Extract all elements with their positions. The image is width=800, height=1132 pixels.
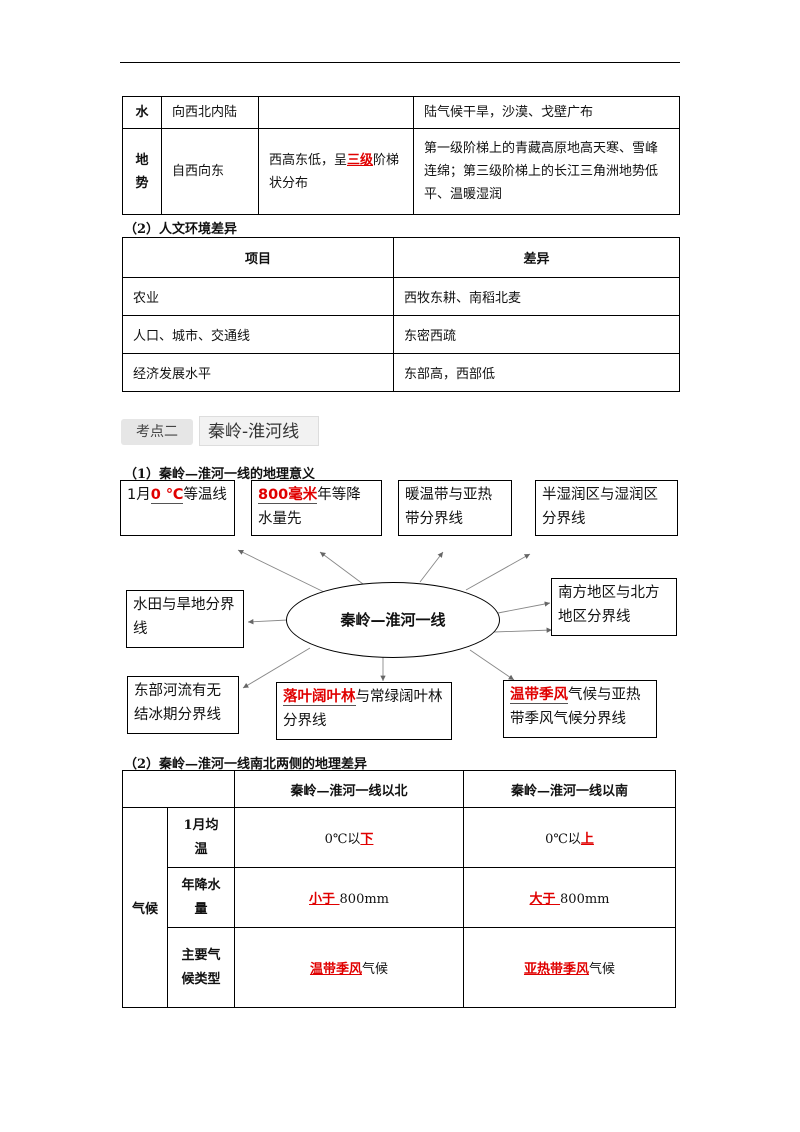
table-cell: 0℃以下 bbox=[234, 807, 464, 868]
column-header: 秦岭—淮河一线以南 bbox=[463, 770, 676, 808]
table-cell: 人口、城市、交通线 bbox=[122, 315, 394, 354]
diagram-box-forest: 落叶阔叶林与常绿阔叶林分界线 bbox=[276, 682, 452, 740]
table-header-row: 秦岭—淮河一线以北 秦岭—淮河一线以南 bbox=[122, 770, 676, 808]
row-label: 1月均温 bbox=[167, 807, 235, 868]
group-label: 气候 bbox=[122, 807, 168, 1008]
table-cell: 向西北内陆 bbox=[161, 96, 259, 129]
table-cell: 西牧东耕、南稻北麦 bbox=[393, 277, 680, 316]
cell-text: 800mm bbox=[339, 892, 389, 907]
table-cell: 亚热带季风气候 bbox=[463, 927, 676, 1008]
table-row: 人口、城市、交通线 东密西疏 bbox=[122, 315, 680, 354]
section-title: （1）秦岭—淮河一线的地理意义 bbox=[124, 467, 316, 482]
table-row: 地势 自西向东 西高东低，呈三级阶梯状分布 第一级阶梯上的青藏高原地高天寒、雪峰… bbox=[122, 128, 680, 215]
diagram-box-humidity-zone: 半湿润区与湿润区分界线 bbox=[535, 480, 678, 536]
answer-text: 亚热带季风 bbox=[523, 962, 589, 977]
table-cell: 大于 800mm bbox=[463, 867, 676, 928]
kaodian-title: 秦岭-淮河线 bbox=[199, 416, 319, 446]
answer-text: 落叶阔叶林 bbox=[283, 689, 356, 706]
answer-text: 三级 bbox=[347, 152, 374, 168]
diagram-box-paddy-field: 水田与旱地分界线 bbox=[126, 590, 244, 648]
row-label: 年降水量 bbox=[167, 867, 235, 928]
diagram-box-precipitation: 800毫米年等降水量先 bbox=[251, 480, 382, 536]
answer-text: 温带季风 bbox=[510, 687, 568, 704]
box-text: 等温线 bbox=[183, 487, 227, 503]
table-cell: 东密西疏 bbox=[393, 315, 680, 354]
corner-cell bbox=[122, 770, 235, 808]
row-head: 水 bbox=[122, 96, 162, 129]
answer-text: 0 ℃ bbox=[150, 487, 184, 504]
column-header: 秦岭—淮河一线以北 bbox=[234, 770, 464, 808]
row-head: 地势 bbox=[122, 128, 162, 215]
cell-text: 0℃以 bbox=[324, 832, 361, 847]
human-diff-table: 项目 差异 农业 西牧东耕、南稻北麦 人口、城市、交通线 东密西疏 经济发展水平… bbox=[122, 237, 680, 392]
table-row: 经济发展水平 东部高，西部低 bbox=[122, 353, 680, 392]
section-title: （2）人文环境差异 bbox=[124, 222, 238, 237]
diagram-box-climate: 温带季风气候与亚热带季风气候分界线 bbox=[503, 680, 657, 738]
cell-text: 800mm bbox=[560, 892, 610, 907]
diagram-box-isotherm: 1月0 ℃等温线 bbox=[120, 480, 235, 536]
table-cell: 自西向东 bbox=[161, 128, 259, 215]
cell-text: 0℃以 bbox=[545, 832, 581, 847]
table-cell: 第一级阶梯上的青藏高原地高天寒、雪峰连绵；第三级阶梯上的长江三角洲地势低平、温暖… bbox=[413, 128, 680, 215]
table-row: 主要气候类型 温带季风气候 亚热带季风气候 bbox=[123, 927, 676, 1008]
table-cell: 西高东低，呈三级阶梯状分布 bbox=[258, 128, 414, 215]
answer-text: 温带季风 bbox=[309, 962, 362, 977]
diagram-box-river-ice: 东部河流有无结冰期分界线 bbox=[127, 676, 239, 734]
diagram-box-temperature-zone: 暖温带与亚热带分界线 bbox=[398, 480, 512, 536]
answer-text: 小于 bbox=[309, 892, 340, 907]
row-label: 主要气候类型 bbox=[167, 927, 235, 1008]
cell-text: 气候 bbox=[589, 962, 616, 977]
diagram-center: 秦岭—淮河一线 bbox=[286, 582, 500, 658]
header-rule bbox=[120, 62, 680, 63]
natural-diff-table-continued: 水 向西北内陆 陆气候干旱，沙漠、戈壁广布 地势 自西向东 西高东低，呈三级阶梯… bbox=[122, 96, 680, 215]
box-text: 与常绿阔叶林分界线 bbox=[283, 689, 443, 729]
cell-text: 西高东低，呈 bbox=[269, 152, 348, 168]
answer-text: 下 bbox=[360, 832, 374, 847]
section-title: （2）秦岭—淮河一线南北两侧的地理差异 bbox=[124, 757, 368, 772]
table-header-row: 项目 差异 bbox=[122, 237, 680, 278]
kaodian-badge: 考点二 bbox=[121, 419, 193, 445]
table-cell: 小于 800mm bbox=[234, 867, 464, 928]
diagram-box-north-south: 南方地区与北方地区分界线 bbox=[551, 578, 677, 636]
table-row: 气候 1月均温 0℃以下 0℃以上 bbox=[122, 807, 676, 1008]
table-cell: 0℃以上 bbox=[463, 807, 676, 868]
answer-text: 大于 bbox=[529, 892, 561, 907]
column-header: 差异 bbox=[393, 237, 680, 278]
box-text: 1月 bbox=[127, 487, 151, 503]
table-row: 农业 西牧东耕、南稻北麦 bbox=[122, 277, 680, 316]
answer-text: 800毫米 bbox=[258, 487, 318, 504]
table-cell: 温带季风气候 bbox=[234, 927, 464, 1008]
box-text: 气候与亚热带季风气候分界线 bbox=[510, 687, 641, 727]
cell-text: 阶梯状分布 bbox=[269, 152, 400, 191]
cell-text: 气候 bbox=[362, 962, 389, 977]
box-text: 年等降水量先 bbox=[258, 487, 361, 527]
north-south-diff-table: 秦岭—淮河一线以北 秦岭—淮河一线以南 气候 1月均温 0℃以下 0℃以上 年降… bbox=[122, 770, 676, 1008]
answer-text: 上 bbox=[580, 832, 594, 847]
table-cell: 东部高，西部低 bbox=[393, 353, 680, 392]
table-row: 年降水量 小于 800mm 大于 800mm bbox=[123, 867, 676, 928]
